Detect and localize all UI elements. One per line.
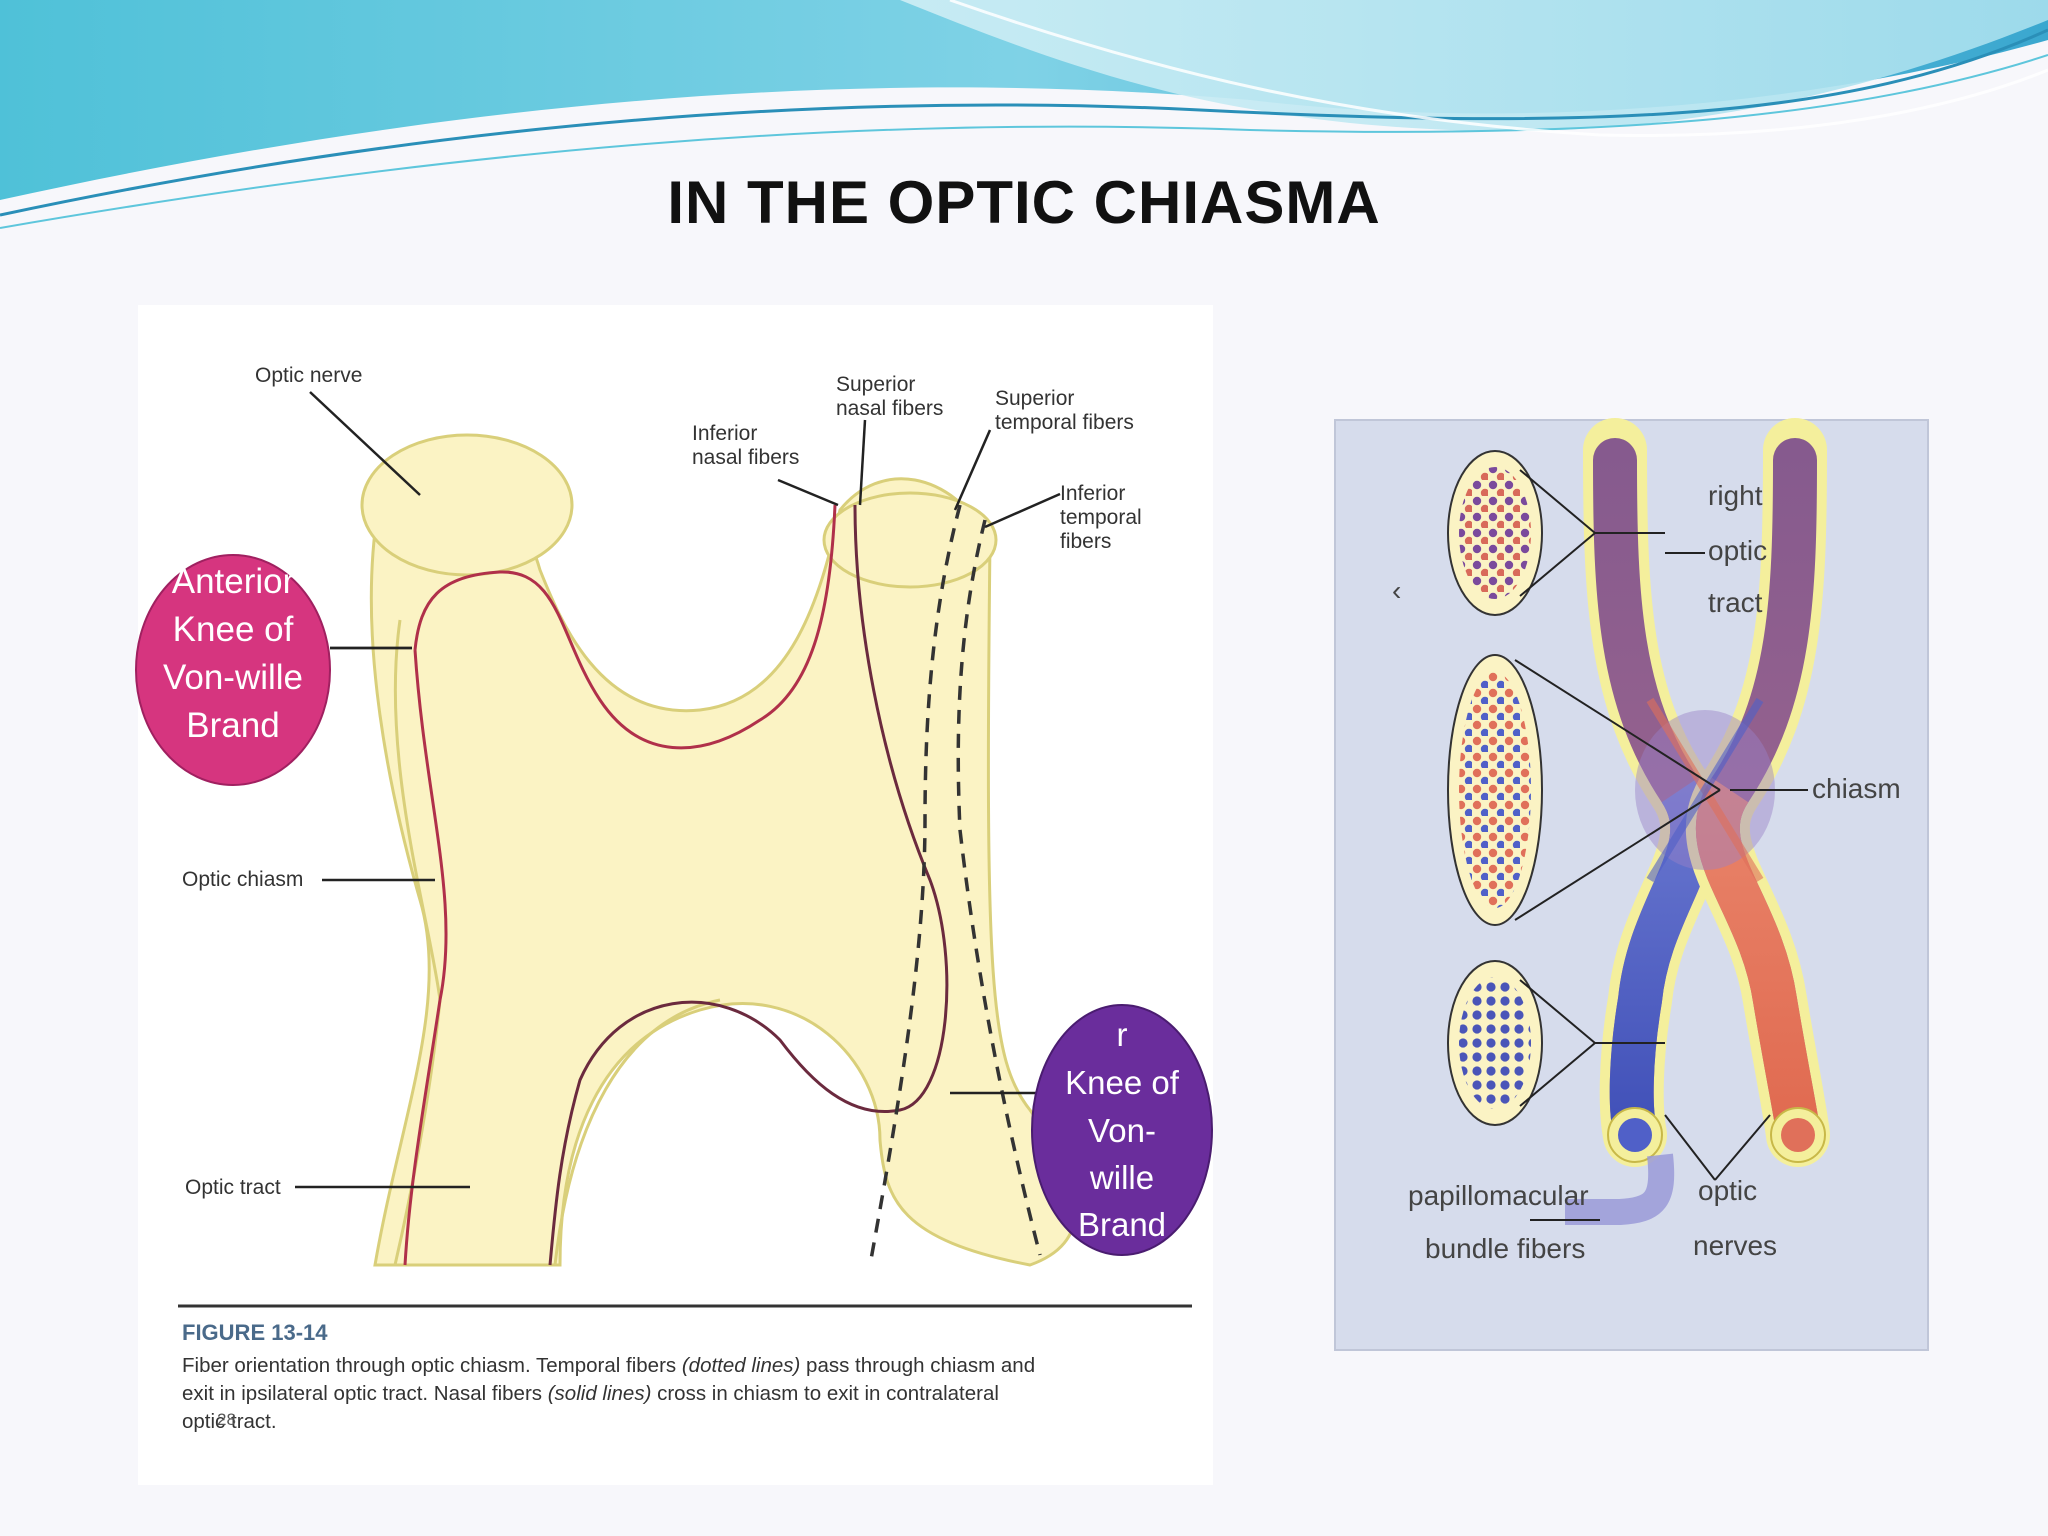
anterior-knee-line-4: Brand	[186, 706, 279, 745]
temporal-fiber-1	[868, 504, 962, 1266]
posterior-knee-line-2: r	[1117, 1016, 1128, 1053]
temporal-fiber-2	[956, 519, 1042, 1256]
papillomacular-bundle	[1565, 1153, 1675, 1225]
label-right-optic-tract-2: optic	[1708, 535, 1767, 566]
anterior-knee-line-1: Anterior	[172, 562, 295, 601]
posterior-knee-line-1: Posterio	[1061, 968, 1182, 1005]
posterior-knee-line-6: Brand	[1078, 1206, 1166, 1243]
label-inferior-temporal-1: Inferior	[1060, 482, 1125, 505]
label-optic-chiasm: Optic chiasm	[182, 868, 303, 891]
caption-line-2: exit in ipsilateral optic tract. Nasal f…	[182, 1382, 999, 1405]
slide-title: IN THE OPTIC CHIASMA	[667, 169, 1381, 236]
nasal-fiber-left-tract	[403, 649, 448, 1266]
label-superior-nasal-1: Superior	[836, 373, 915, 396]
label-right-optic-tract-3: tract	[1708, 587, 1763, 618]
anterior-knee-badge: Anterior Knee of Von-wille Brand	[135, 554, 331, 786]
nasal-fiber-left	[413, 504, 837, 750]
anterior-knee-line-3: Von-wille	[163, 658, 303, 697]
label-chiasm: chiasm	[1812, 773, 1901, 804]
posterior-knee-line-5: wille	[1089, 1159, 1154, 1196]
label-right-optic-tract-1: right	[1708, 480, 1763, 511]
caption-line-3: optic tract.	[182, 1410, 277, 1433]
posterior-knee-badge: Posterio r Knee of Von- wille Brand	[1031, 968, 1213, 1256]
header-wave	[0, 0, 2048, 229]
nasal-fiber-cross	[548, 504, 949, 1266]
label-papillomacular-1: papillomacular	[1408, 1180, 1589, 1211]
label-superior-temporal-2: temporal fibers	[995, 411, 1134, 434]
label-optic-nerves-1: optic	[1698, 1175, 1757, 1206]
optic-nerve-right-end	[822, 491, 998, 589]
label-papillomacular-2: bundle fibers	[1425, 1233, 1585, 1264]
label-inferior-temporal-3: fibers	[1060, 530, 1111, 553]
caption-heading: FIGURE 13-14	[182, 1320, 328, 1345]
label-optic-nerves-2: nerves	[1693, 1230, 1777, 1261]
label-side-mark: ‹	[1392, 575, 1401, 606]
posterior-knee-line-3: Knee of	[1065, 1064, 1180, 1101]
label-superior-nasal-2: nasal fibers	[836, 397, 943, 420]
left-figure: Optic nerve Superior nasal fibers Superi…	[135, 305, 1213, 1485]
figure-caption: FIGURE 13-14 Fiber orientation through o…	[178, 1304, 1192, 1433]
label-optic-nerve: Optic nerve	[255, 364, 362, 387]
label-optic-tract: Optic tract	[185, 1176, 281, 1199]
right-figure: right optic tract chiasm papillomacular …	[1334, 418, 1929, 1351]
label-inferior-nasal-2: nasal fibers	[692, 446, 799, 469]
anterior-knee-line-2: Knee of	[173, 610, 294, 649]
label-inferior-nasal-1: Inferior	[692, 422, 757, 445]
optic-nerve-left-end	[360, 433, 574, 577]
posterior-knee-line-4: Von-	[1088, 1112, 1156, 1149]
caption-line-1: Fiber orientation through optic chiasm. …	[182, 1354, 1035, 1377]
label-superior-temporal-1: Superior	[995, 387, 1074, 410]
label-inferior-temporal-2: temporal	[1060, 506, 1142, 529]
page-number: 28	[217, 1410, 236, 1429]
